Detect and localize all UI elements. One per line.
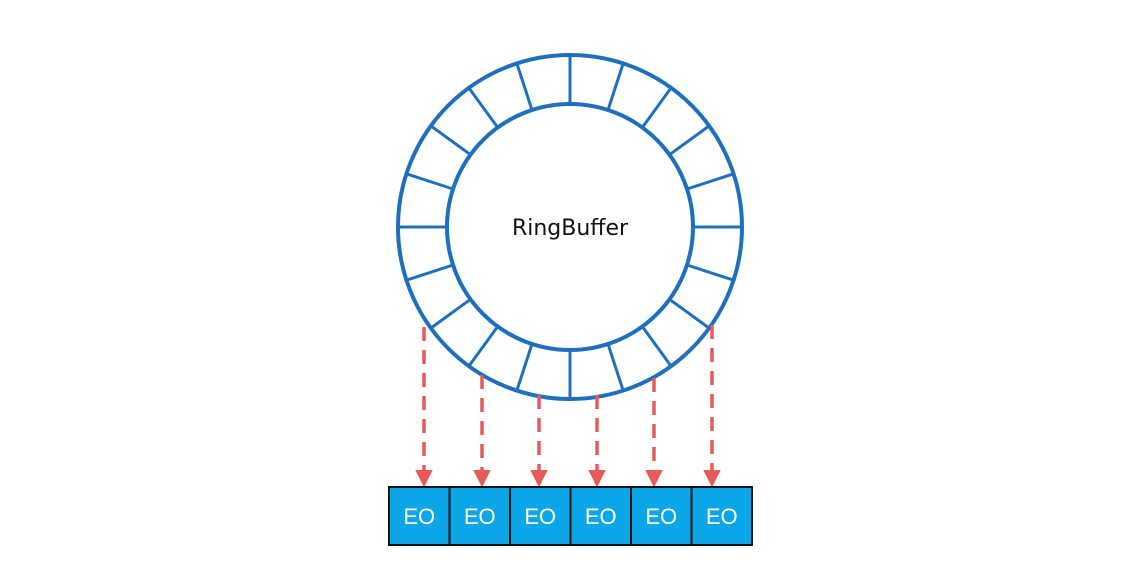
event-handler-cell <box>690 486 753 546</box>
ring-segment-divider <box>405 172 454 191</box>
event-handler-label: EO <box>524 504 556 529</box>
event-handler-label: EO <box>585 504 617 529</box>
event-handler-box: EO <box>569 486 632 546</box>
event-handler-row: EO EO EO EO EO EO <box>388 486 753 546</box>
ring-segment-divider <box>668 298 711 330</box>
ring-segment-divider <box>429 124 472 156</box>
event-handler-box: EO <box>509 486 572 546</box>
ring-segment-divider <box>405 263 454 282</box>
ring-segment-divider <box>515 62 534 111</box>
ring-segment-divider <box>606 62 625 111</box>
ring-segment-divider <box>686 172 735 191</box>
ring-segment-divider <box>641 86 673 129</box>
ring-segment-divider <box>467 325 499 368</box>
event-handler-cell <box>569 486 632 546</box>
event-handler-cell <box>448 486 511 546</box>
event-arrows <box>415 325 721 488</box>
event-handler-cell <box>630 486 693 546</box>
ring-segment-divider <box>668 124 711 156</box>
event-handler-box: EO <box>388 486 451 546</box>
event-handler-cell <box>509 486 572 546</box>
event-handler-label: EO <box>464 504 496 529</box>
ring-buffer: RingBuffer <box>396 53 744 401</box>
ring-segment-dividers <box>398 55 742 399</box>
ring-segment-divider <box>686 263 735 282</box>
event-handler-box: EO <box>690 486 753 546</box>
event-handler-box: EO <box>630 486 693 546</box>
ring-buffer-label: RingBuffer <box>512 216 629 241</box>
ring-segment-divider <box>515 343 534 392</box>
ring-segment-divider <box>641 325 673 368</box>
event-handler-label: EO <box>706 504 738 529</box>
event-handler-box: EO <box>448 486 511 546</box>
ring-segment-divider <box>429 298 472 330</box>
ring-segment-divider <box>606 343 625 392</box>
event-handler-label: EO <box>645 504 677 529</box>
ring-segment-divider <box>467 86 499 129</box>
event-handler-label: EO <box>403 504 435 529</box>
